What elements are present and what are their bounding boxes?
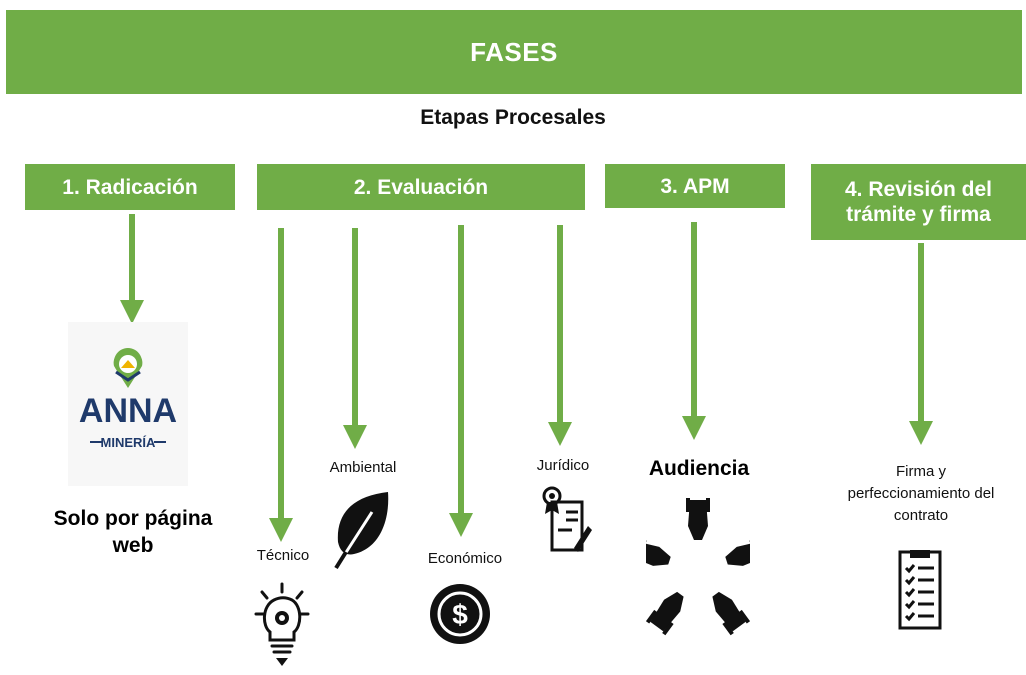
tecnico-label: Técnico — [256, 547, 310, 564]
hands-circle-icon — [625, 496, 771, 644]
phase-evaluacion: 2. Evaluación — [257, 164, 585, 210]
anna-mineria-logo: ANNA MINERÍA — [68, 322, 188, 486]
dollar-coin-icon: $ — [428, 582, 492, 646]
audiencia-label: Audiencia — [648, 457, 750, 480]
phase-revision: 4. Revisión del trámite y firma — [811, 164, 1026, 240]
phase-radicacion-label: 1. Radicación — [62, 175, 198, 199]
fases-banner: FASES — [6, 10, 1022, 94]
phase-evaluacion-label: 2. Evaluación — [353, 175, 489, 199]
leaf-icon — [332, 490, 392, 570]
radicacion-note: Solo por página web — [53, 507, 213, 557]
legal-document-icon — [540, 484, 594, 554]
firma-label: Firma y perfeccionamiento del contrato — [847, 463, 995, 524]
fases-title: FASES — [470, 36, 558, 67]
phase-apm: 3. APM — [605, 164, 785, 208]
ambiental-label: Ambiental — [329, 459, 397, 476]
phase-apm-label: 3. APM — [660, 174, 730, 198]
svg-text:$: $ — [452, 599, 468, 630]
anna-logo-text: ANNA — [79, 392, 177, 430]
phase-revision-label: 4. Revisión del trámite y firma — [844, 178, 993, 226]
phase-radicacion: 1. Radicación — [25, 164, 235, 210]
anna-logo-subtext: MINERÍA — [101, 435, 157, 450]
economico-label: Económico — [427, 550, 503, 567]
checklist-icon — [898, 550, 944, 630]
juridico-label: Jurídico — [536, 457, 590, 474]
lightbulb-gear-icon — [252, 582, 312, 670]
etapas-subtitle: Etapas Procesales — [420, 106, 606, 129]
